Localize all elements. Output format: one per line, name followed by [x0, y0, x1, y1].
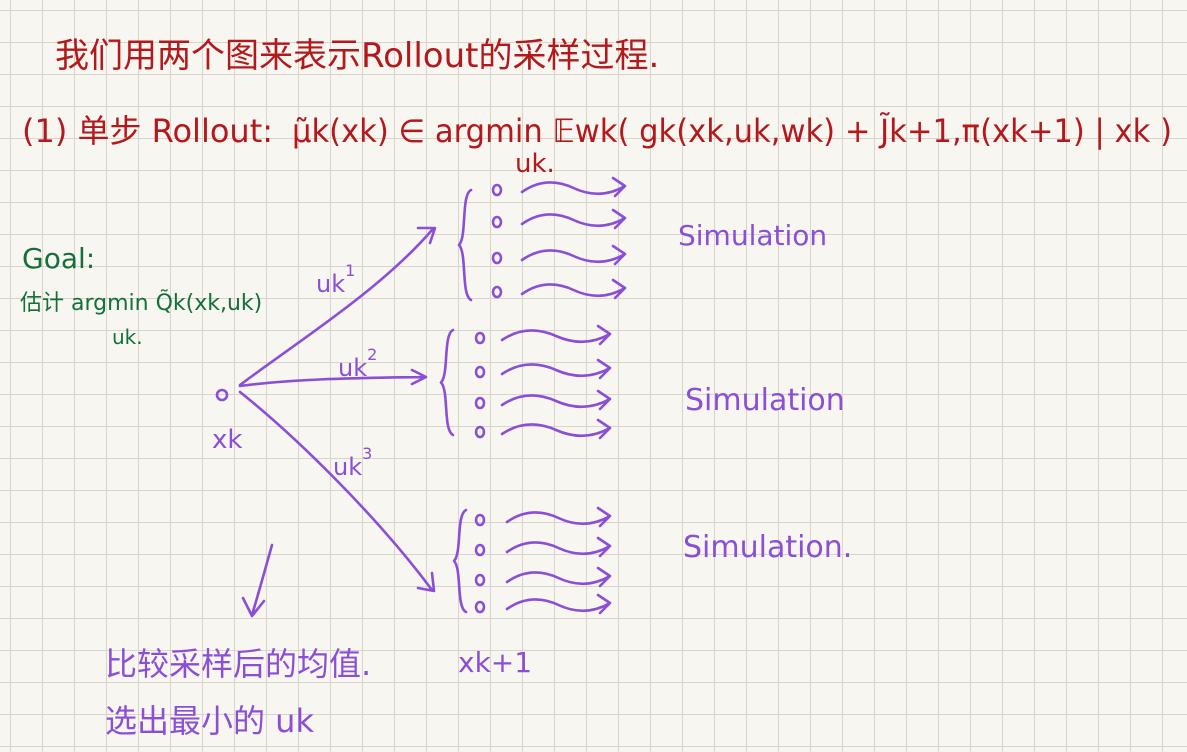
sample-node — [491, 251, 503, 265]
simulation-arrow — [520, 278, 627, 300]
state-label: xk — [212, 425, 242, 455]
simulation-arrow — [505, 536, 612, 558]
down-arrow — [241, 543, 274, 618]
simulation-arrow — [505, 566, 612, 588]
formula-prefix: (1) 单步 Rollout: — [22, 112, 273, 150]
sample-node — [474, 513, 486, 527]
simulation-arrow — [520, 176, 627, 198]
simulation-arrow — [500, 358, 612, 380]
conclusion-line-2: 选出最小的 uk — [105, 702, 314, 740]
sample-node — [491, 215, 503, 229]
simulation-label-1: Simulation — [678, 219, 827, 252]
formula-expression: μ̃k(xk) ∈ argmin 𝔼wk( gk(xk,uk,wk) + J̃k… — [292, 112, 1172, 150]
branch-arrow-3 — [238, 390, 436, 593]
brace-3 — [452, 508, 468, 614]
simulation-label-3: Simulation. — [683, 530, 852, 565]
sample-node — [474, 543, 486, 557]
simulation-label-2: Simulation — [685, 383, 845, 418]
goal-line: 估计 argmin Q̃k(xk,uk) — [20, 290, 262, 316]
conclusion-line-1: 比较采样后的均值. — [105, 645, 371, 683]
next-state-label: xk+1 — [458, 646, 532, 679]
brace-2 — [439, 328, 455, 437]
simulation-arrow — [500, 389, 612, 411]
simulation-arrow — [500, 418, 612, 440]
simulation-arrow — [520, 244, 627, 266]
sample-node — [474, 425, 486, 439]
branch-label-3: uk3 — [333, 444, 372, 481]
simulation-arrow — [505, 506, 612, 528]
state-node — [215, 388, 229, 402]
branch-label-2: uk2 — [338, 345, 377, 382]
sample-node — [474, 600, 486, 614]
sample-node — [474, 331, 486, 345]
sample-node — [491, 285, 503, 299]
goal-heading: Goal: — [22, 242, 95, 275]
sample-node — [491, 183, 503, 197]
simulation-arrow — [500, 324, 612, 346]
branch-arrow-1 — [238, 226, 437, 387]
sample-node — [474, 573, 486, 587]
note-title: 我们用两个图来表示Rollout的采样过程. — [55, 36, 659, 76]
simulation-arrow — [520, 208, 627, 230]
branch-label-1: uk1 — [316, 261, 355, 298]
goal-subscript: uk. — [112, 325, 143, 349]
brace-1 — [457, 188, 473, 302]
sample-node — [474, 365, 486, 379]
argmin-subscript: uk. — [515, 149, 555, 179]
branch-arrow-2 — [238, 368, 428, 388]
sample-node — [474, 396, 486, 410]
simulation-arrow — [505, 593, 612, 615]
